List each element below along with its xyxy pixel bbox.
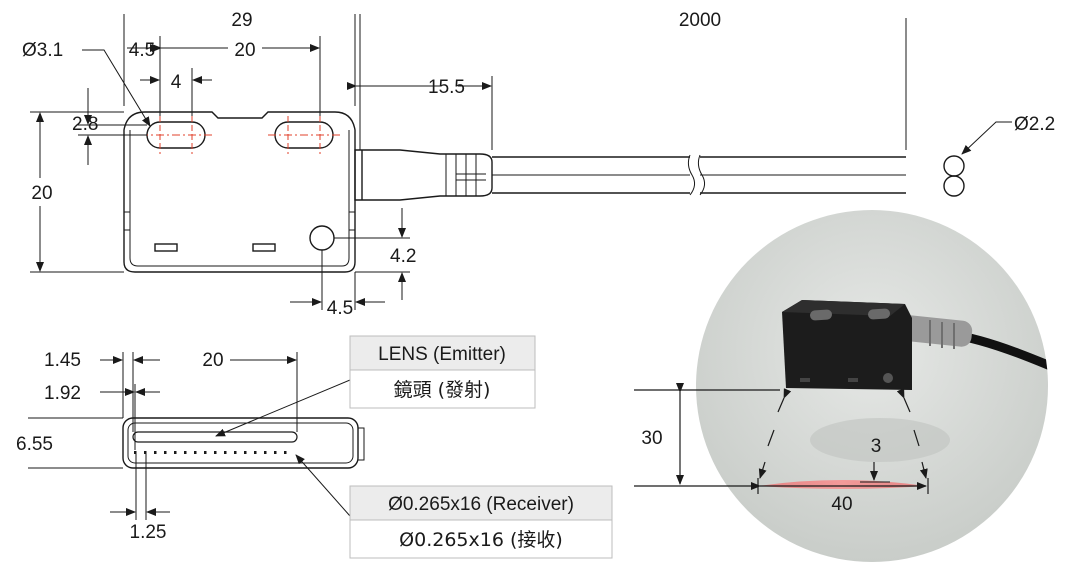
dim-beam-height: 3 [871, 436, 882, 457]
bottom-view [28, 352, 365, 520]
mounting-hole [309, 225, 335, 251]
dim-hole-offset: 4.5 [129, 40, 155, 61]
emitter-lens [132, 431, 298, 443]
receiver-label-en: Ø0.265x16 (Receiver) [388, 494, 574, 515]
receiver-label-zh: Ø0.265x16 (接收) [399, 529, 563, 551]
dim-hole-diameter: Ø3.1 [22, 40, 63, 61]
cable-cross-section [943, 155, 965, 177]
dim-cable-diameter: Ø2.2 [1014, 114, 1055, 135]
dim-mount-hole-vertical: 4.2 [390, 246, 416, 267]
dim-overall-width: 29 [231, 10, 252, 31]
lens-label-box: LENS (Emitter) 鏡頭 (發射) [349, 335, 536, 409]
dim-lens-offset-1: 1.45 [44, 350, 81, 371]
dim-thickness: 6.55 [16, 434, 53, 455]
cable-gland [354, 149, 493, 201]
dim-lens-offset-2: 1.92 [44, 383, 81, 404]
sensor-body-outline [123, 111, 356, 273]
product-photo: 30 3 40 [634, 210, 1048, 562]
dim-mount-hole-horizontal: 4.5 [327, 298, 353, 319]
dim-sensing-distance: 30 [641, 428, 662, 449]
receiver-label-box: Ø0.265x16 (Receiver) Ø0.265x16 (接收) [349, 485, 613, 559]
dim-hole-pitch: 20 [234, 40, 255, 61]
dim-cable-length: 2000 [679, 10, 721, 31]
dim-slot-depth: 2.8 [72, 114, 98, 135]
dim-receiver-pitch: 1.25 [130, 522, 167, 543]
lens-label-zh: 鏡頭 (發射) [394, 379, 491, 401]
dim-cable-gland: 15.5 [428, 77, 465, 98]
dim-height: 20 [31, 183, 52, 204]
lens-label-en: LENS (Emitter) [378, 344, 506, 365]
top-view [30, 14, 1012, 310]
photo-sensor-body [782, 300, 912, 390]
dim-beam-width: 40 [831, 494, 852, 515]
dim-lens-width: 20 [202, 350, 223, 371]
receiver-dots [134, 451, 287, 454]
dim-slot-length: 4 [171, 72, 182, 93]
